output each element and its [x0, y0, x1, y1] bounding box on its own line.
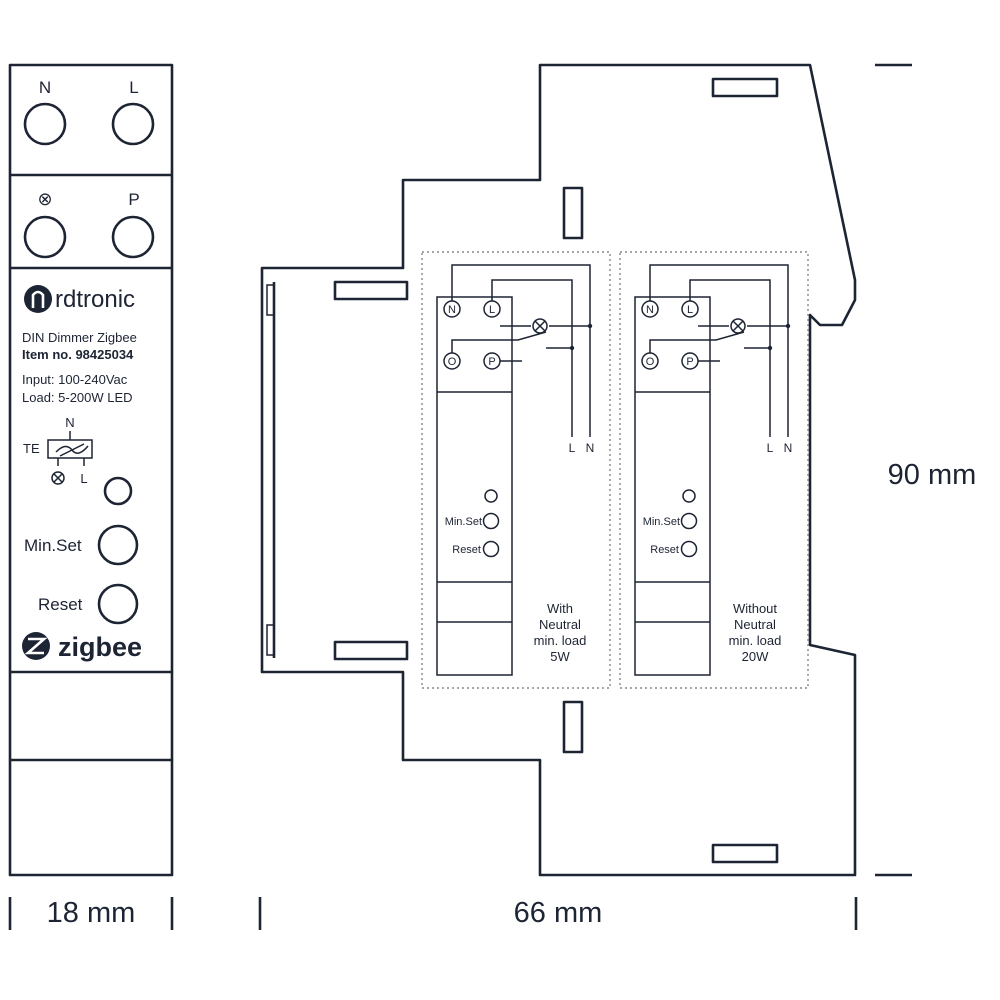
wire: [491, 279, 573, 437]
terminal-n-label: N: [448, 304, 456, 316]
dimmer-box: [47, 439, 93, 459]
module-body: [634, 296, 711, 676]
panel-frame: [619, 251, 809, 689]
slot-mid-bottom: [562, 700, 584, 754]
schematic-te-label: TE: [23, 441, 40, 456]
slot-left-bottom: [333, 640, 409, 661]
front-housing: [8, 63, 174, 877]
module-body: [436, 296, 513, 676]
slot-top: [711, 77, 779, 98]
panel-led: [484, 489, 498, 503]
brand-logo-icon: [24, 285, 52, 313]
lamp-icon: [51, 471, 65, 485]
depth-dimension: 66 mm: [514, 897, 603, 929]
lamp-icon: [730, 318, 746, 334]
dimmer-schematic: N TE L: [23, 415, 93, 486]
product-name: DIN Dimmer Zigbee: [22, 330, 137, 345]
panel-reset-button: [680, 540, 698, 558]
dimension-lines: [8, 63, 912, 930]
terminal-l-label: L: [687, 304, 693, 316]
wiring-caption-line: Neutral: [734, 617, 776, 632]
brand-name: rdtronic: [55, 286, 135, 313]
rail-clip-bottom: [266, 624, 275, 656]
wiring-caption-line: min. load: [729, 633, 782, 648]
panel-led: [682, 489, 696, 503]
junction-dot: [569, 345, 575, 351]
wiring-caption-line: min. load: [534, 633, 587, 648]
junction-dot: [767, 345, 773, 351]
terminal-n-label: N: [646, 304, 654, 316]
slot-left-top: [333, 280, 409, 301]
wiring-caption-line: 5W: [550, 649, 570, 664]
side-housing-outline: [260, 63, 857, 877]
wire: [649, 331, 745, 353]
terminal-l-label: L: [129, 78, 138, 97]
terminal-n-label: N: [39, 78, 51, 97]
reset-label: Reset: [38, 595, 83, 614]
zigbee-logo: zigbee: [22, 632, 142, 662]
wiring-caption-line: 20W: [742, 649, 769, 664]
panel-min-set-label: Min.Set: [643, 516, 680, 528]
wire: [689, 279, 771, 437]
status-led: [103, 476, 133, 506]
load-spec: Load: 5-200W LED: [22, 390, 133, 405]
wire: [451, 331, 547, 353]
front-view: N L ⊗ P rdtronic DIN Dimmer Zigbee Item …: [8, 63, 174, 877]
min-set-button[interactable]: [97, 524, 139, 566]
terminal-screw-lamp: [23, 215, 67, 259]
terminal-screw-l: [111, 102, 155, 146]
zigbee-text: zigbee: [58, 632, 142, 662]
height-dimension: 90 mm: [888, 459, 977, 491]
terminal-screw-n: [23, 102, 67, 146]
nordtronic-logo: rdtronic: [24, 285, 135, 313]
lamp-symbol-label: ⊗: [37, 189, 52, 209]
output-l-label: L: [569, 441, 576, 455]
wiring-caption-line: With: [547, 601, 573, 616]
panel-reset-label: Reset: [650, 544, 679, 556]
width-dimension: 18 mm: [47, 897, 136, 929]
terminal-o-label: O: [646, 356, 655, 368]
terminal-p-label: P: [686, 356, 693, 368]
terminal-l-label: L: [489, 304, 495, 316]
slot-bottom: [711, 843, 779, 864]
terminal-screw-p: [111, 215, 155, 259]
side-view: [260, 63, 857, 877]
input-spec: Input: 100-240Vac: [22, 372, 128, 387]
wiring-caption-line: Without: [733, 601, 777, 616]
junction-dot: [785, 323, 791, 329]
panel-min-set-label: Min.Set: [445, 516, 482, 528]
panel-reset-button: [482, 540, 500, 558]
panel-reset-label: Reset: [452, 544, 481, 556]
output-l-label: L: [767, 441, 774, 455]
panel-min-set-button: [680, 512, 698, 530]
terminal-o-label: O: [448, 356, 457, 368]
item-number: Item no. 98425034: [22, 347, 134, 362]
wire: [649, 264, 789, 437]
reset-button[interactable]: [97, 583, 139, 625]
slot-mid-top: [562, 186, 584, 240]
panel-frame: [421, 251, 611, 689]
panel-min-set-button: [482, 512, 500, 530]
schematic-l-label: L: [80, 471, 87, 486]
min-set-label: Min.Set: [24, 536, 82, 555]
terminal-p-label: P: [128, 190, 139, 209]
output-n-label: N: [586, 441, 595, 455]
wiring-caption-line: Neutral: [539, 617, 581, 632]
schematic-n-label: N: [65, 415, 74, 430]
lamp-icon: [532, 318, 548, 334]
wire: [451, 264, 591, 437]
rail-clip-top: [266, 284, 275, 316]
terminal-p-label: P: [488, 356, 495, 368]
junction-dot: [587, 323, 593, 329]
output-n-label: N: [784, 441, 793, 455]
